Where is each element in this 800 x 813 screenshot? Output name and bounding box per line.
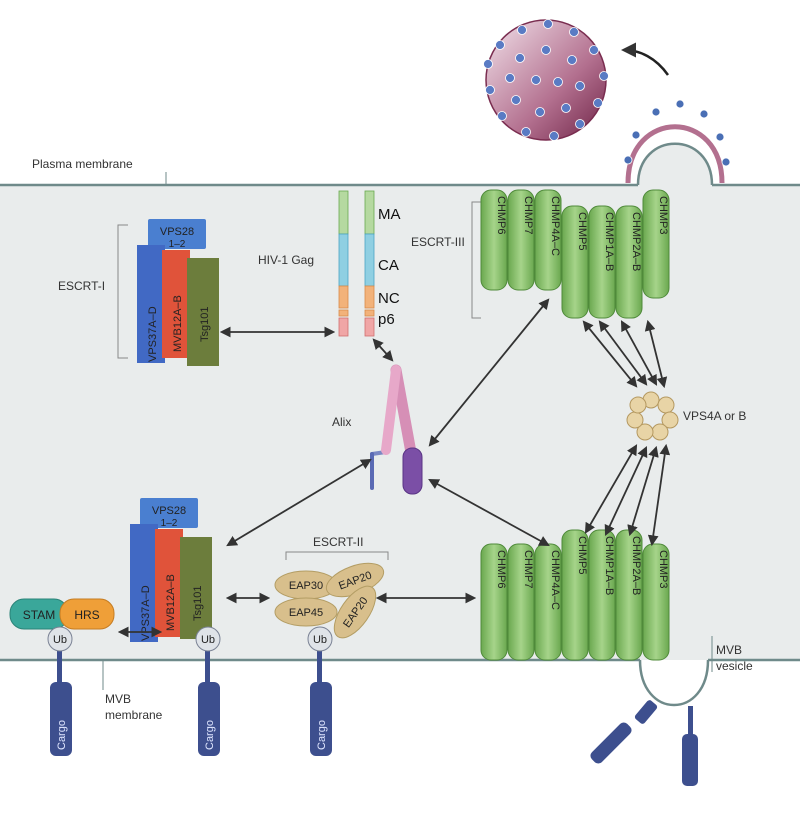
vps37-box-top [137,245,165,363]
ub-cargo-2: Ub Cargo [195,626,221,756]
tsg101-label-bottom: Tsg101 [192,586,204,621]
ub-cargo-1: Ub Cargo [47,626,73,756]
escrt1-top: ESCRT-I VPS28 1–2 VPS37A–D MVB12A–B Tsg1… [58,219,219,366]
escrt1-label-top: ESCRT-I [58,279,105,293]
hrs-label: HRS [74,608,99,622]
plasma-membrane-label: Plasma membrane [32,157,133,171]
chmp-label-top: CHMP4A–C [549,196,561,256]
vps4-complex: VPS4A or B [626,391,746,441]
chmp-subunit-top [534,189,562,291]
chmp-label-top: CHMP2A–B [630,212,642,271]
chmp-label-bottom: CHMP3 [657,550,669,589]
chmp-subunit-bottom [561,529,589,661]
chmp-subunit-top [561,205,589,319]
mvb12-label-bottom: MVB12A–B [165,574,177,631]
mvb-vesicle-label-1: MVB [716,643,742,657]
mvb12-label-top: MVB12A–B [172,295,184,352]
hiv-gag-label: HIV-1 Gag [258,253,314,267]
chmp-subunit-top [480,189,508,291]
chmp-label-bottom: CHMP4A–C [549,550,561,610]
chmp-subunit-top [615,205,643,319]
alix-label: Alix [332,415,351,429]
chmp-label-bottom: CHMP2A–B [630,536,642,595]
released-virion [483,19,609,141]
budding-virion [623,99,731,186]
chmp-label-bottom: CHMP5 [576,536,588,575]
gag-domain-nc: NC [378,290,400,307]
vps28-range-top: 1–2 [169,239,186,250]
release-arrow [621,42,670,76]
escrt3-bottom: CHMP6 CHMP7 CHMP4A–C CHMP5 CHMP1A–B CHMP2A–B C… [480,529,670,661]
alix: Alix [332,364,423,495]
vps28-label-top: VPS28 [160,226,194,238]
chmp-label-top: CHMP5 [576,212,588,251]
chmp-label-top: CHMP1A–B [603,212,615,271]
chmp-label-top: CHMP7 [522,196,534,235]
cargo-label-1: Cargo [56,720,68,750]
mvb-vesicle [590,659,710,786]
escrt2-label: ESCRT-II [313,535,363,549]
chmp-label-bottom: CHMP6 [495,550,507,589]
eap30-label: EAP30 [289,580,323,592]
cargo-label-3: Cargo [316,720,328,750]
vps28-label-bottom: VPS28 [152,505,186,517]
ub-label-1: Ub [53,634,67,646]
chmp-subunit-top [642,189,670,299]
vesicle-cargo [590,700,698,786]
gag-domain-p6: p6 [378,311,395,328]
chmp-label-bottom: CHMP1A–B [603,536,615,595]
interaction-arrows [117,298,671,638]
stam-label: STAM [23,608,55,622]
vps4-label: VPS4A or B [683,409,746,423]
stam-hrs: STAM HRS [9,598,115,630]
hiv-gag: HIV-1 Gag MA CA NC p6 [258,190,401,337]
gag-domain-ma: MA [378,206,401,223]
vps37-label-top: VPS37A–D [147,306,159,362]
chmp-label-top: CHMP3 [657,196,669,235]
gag-domain-ca: CA [378,257,399,274]
chmp-label-top: CHMP6 [495,196,507,235]
mvb12-box-top [162,250,190,358]
mvb-vesicle-label-2: vesicle [716,659,753,673]
tsg101-label-top: Tsg101 [199,307,211,342]
tsg101-box-top [187,258,219,366]
eap45-label: EAP45 [289,607,323,619]
mvb-membrane-label-1: MVB [105,692,131,706]
vps28-range-bottom: 1–2 [161,518,178,529]
ub-cargo-3: Ub Cargo [307,626,333,756]
chmp-label-bottom: CHMP7 [522,550,534,589]
ub-label-2: Ub [201,634,215,646]
vps28-box-top [148,219,206,249]
ub-label-3: Ub [313,634,327,646]
gag-strand-left [338,190,349,337]
cargo-label-2: Cargo [204,720,216,750]
chmp-subunit-top [588,205,616,319]
escrt3-top: ESCRT-III CHMP6 CHMP7 CHMP4A–C CHMP5 CHMP1A–… [411,189,670,319]
escrt3-label: ESCRT-III [411,235,465,249]
escrt1-bottom: VPS28 1–2 VPS37A–D MVB12A–B Tsg101 [130,498,212,642]
chmp-subunit-top [507,189,535,291]
mvb-membrane-label-2: membrane [105,708,163,722]
gag-strand-right [364,190,375,337]
